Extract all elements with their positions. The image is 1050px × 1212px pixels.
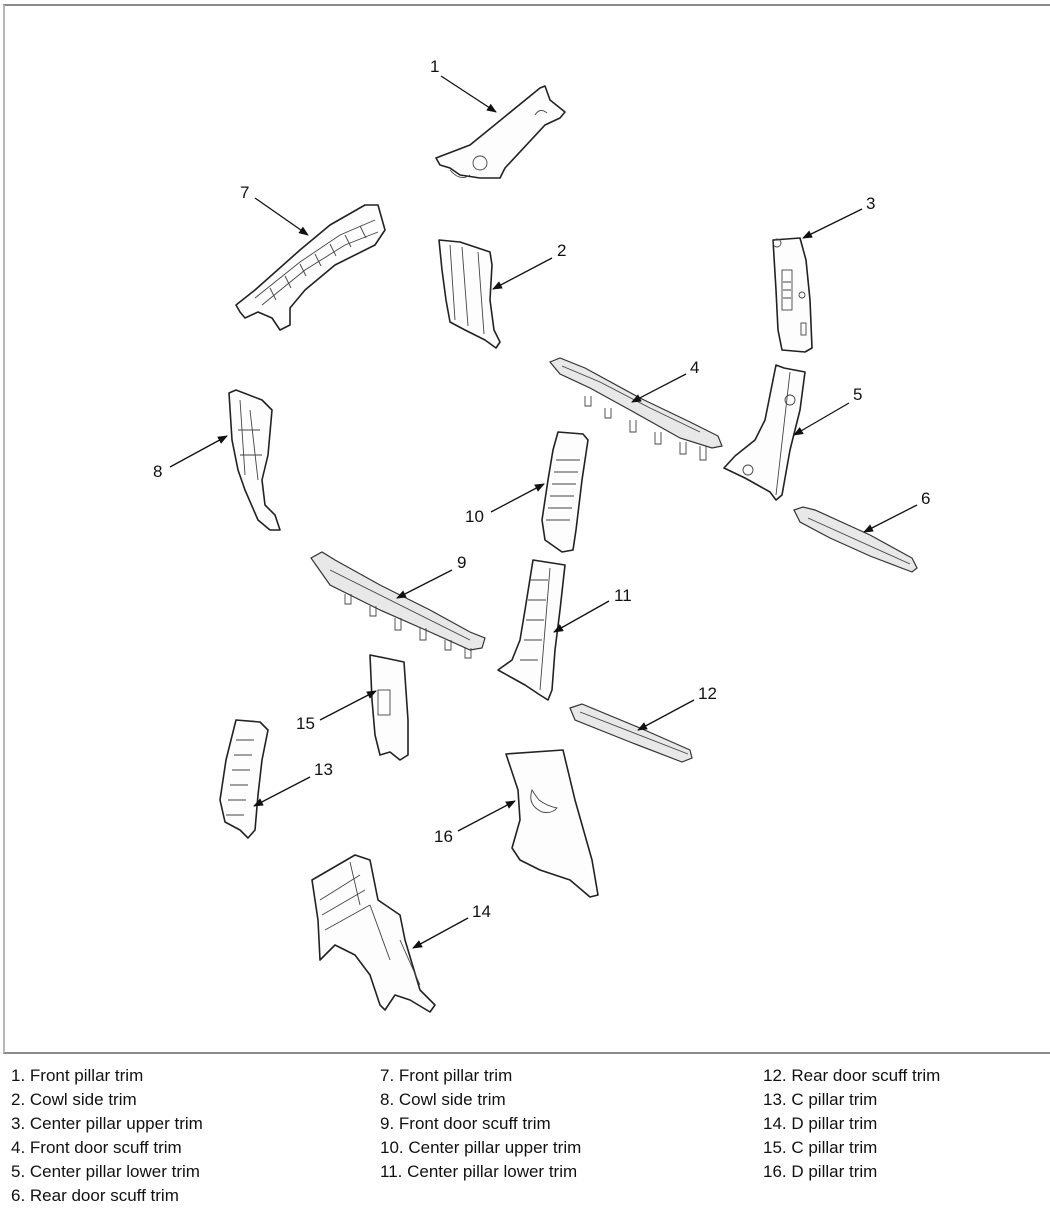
legend-item: 2. Cowl side trim [11,1090,137,1109]
callout-2: 2 [492,241,566,290]
svg-text:8: 8 [153,462,162,481]
part-8-cowl-side-trim [228,389,281,531]
legend-item: 16. D pillar trim [763,1162,878,1181]
callout-8: 8 [153,435,228,481]
part-14-d-pillar-trim [311,854,436,1013]
callout-5: 5 [793,385,862,436]
part-11-center-pillar-lower-trim [497,559,566,701]
callout-4: 4 [631,358,699,403]
diagram-frame [3,4,1050,1054]
callout-16: 16 [434,800,516,846]
legend-column-3: 12. Rear door scuff trim 13. C pillar tr… [763,1064,940,1184]
callout-14: 14 [412,902,491,949]
svg-text:9: 9 [457,553,466,572]
legend-item: 11. Center pillar lower trim [380,1162,578,1181]
callout-6: 6 [863,489,930,533]
legend-item: 14. D pillar trim [763,1114,878,1133]
svg-text:12: 12 [698,684,717,703]
svg-text:5: 5 [853,385,862,404]
part-13-c-pillar-trim [219,719,269,839]
part-2-cowl-side-trim [438,239,501,349]
svg-text:6: 6 [921,489,930,508]
callout-13: 13 [253,760,333,807]
svg-text:13: 13 [314,760,333,779]
exploded-parts-diagram: 1 2 3 4 5 6 7 8 9 10 11 12 [153,57,930,1013]
svg-text:16: 16 [434,827,453,846]
legend-item: 5. Center pillar lower trim [11,1162,200,1181]
svg-text:4: 4 [690,358,699,377]
part-6-rear-door-scuff-trim [793,506,918,573]
part-4-front-door-scuff-trim [549,357,723,461]
callout-10: 10 [465,483,545,526]
callout-15: 15 [296,690,377,733]
callout-7: 7 [240,183,309,236]
part-10-center-pillar-upper-trim [541,431,589,553]
callout-1: 1 [430,57,497,113]
part-15-c-pillar-trim [369,654,409,761]
callout-9: 9 [396,553,466,599]
callout-3: 3 [802,194,875,239]
part-1-front-pillar-trim [435,85,566,179]
svg-text:14: 14 [472,902,491,921]
part-5-center-pillar-lower-trim [723,364,806,501]
callout-12: 12 [637,684,717,731]
legend-item: 3. Center pillar upper trim [11,1114,203,1133]
legend-item: 8. Cowl side trim [380,1090,506,1109]
legend-column-2: 7. Front pillar trim 8. Cowl side trim 9… [380,1064,581,1184]
svg-text:10: 10 [465,507,484,526]
svg-text:11: 11 [614,586,632,605]
legend-item: 9. Front door scuff trim [380,1114,551,1133]
parts-legend: 1. Front pillar trim 2. Cowl side trim 3… [0,1064,1050,1212]
svg-text:1: 1 [430,57,439,76]
part-9-front-door-scuff-trim [310,551,486,659]
legend-item: 1. Front pillar trim [11,1066,144,1085]
svg-text:3: 3 [866,194,875,213]
legend-item: 10. Center pillar upper trim [380,1138,582,1157]
part-12-rear-door-scuff-trim [569,703,693,763]
legend-item: 4. Front door scuff trim [11,1138,182,1157]
legend-item: 13. C pillar trim [763,1090,878,1109]
svg-text:7: 7 [240,183,249,202]
legend-item: 7. Front pillar trim [380,1066,513,1085]
legend-item: 15. C pillar trim [763,1138,878,1157]
part-16-d-pillar-trim [505,749,599,898]
legend-column-1: 1. Front pillar trim 2. Cowl side trim 3… [11,1064,203,1208]
part-7-front-pillar-trim [235,204,386,331]
callout-11: 11 [553,586,632,633]
part-3-center-pillar-upper-trim [772,237,813,353]
legend-item: 12. Rear door scuff trim [763,1066,941,1085]
legend-item: 6. Rear door scuff trim [11,1186,179,1205]
svg-text:2: 2 [557,241,566,260]
svg-text:15: 15 [296,714,315,733]
